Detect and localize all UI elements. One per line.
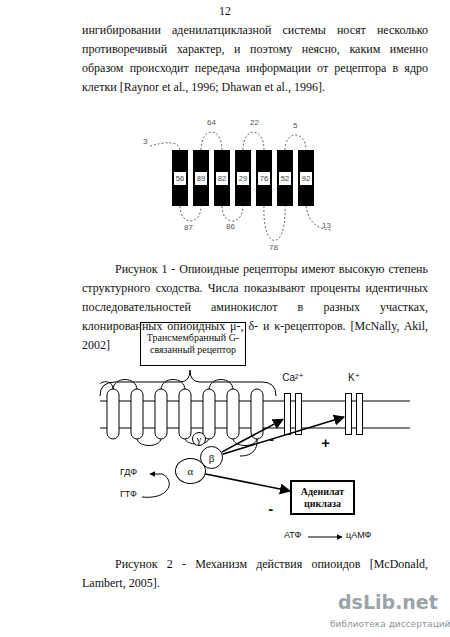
transmembrane-domain: 92: [298, 150, 314, 206]
node-text: 92: [300, 172, 312, 185]
effect-sign: +: [321, 435, 330, 450]
helix: [227, 389, 239, 439]
signal-arrow: [206, 474, 290, 491]
transmembrane-domain: 52: [277, 150, 293, 206]
transmembrane-domain: 89: [193, 150, 209, 206]
c-terminus: [240, 438, 257, 456]
g-protein-subunit: γ: [192, 432, 206, 446]
node-text: 76: [258, 172, 270, 185]
helix: [155, 389, 167, 439]
node-text: α: [188, 465, 194, 477]
conversion-arrow: [308, 537, 342, 538]
nucleotide-label: цАМФ: [346, 531, 371, 541]
callout-number: 78: [269, 244, 278, 253]
c-terminus: [306, 206, 332, 230]
effect-sign: -: [268, 500, 273, 515]
ion-label: K⁺: [332, 372, 376, 383]
helix: [179, 389, 191, 439]
extra-loop: [161, 380, 185, 391]
nucleotide-label: ГТФ: [120, 490, 137, 500]
extra-loop: [201, 132, 222, 150]
channel-bar: [285, 394, 291, 435]
channel-bar: [346, 394, 352, 435]
transmembrane-domain: 29: [235, 150, 251, 206]
callout-number: 86: [226, 223, 235, 232]
extra-loop: [285, 135, 306, 150]
helix: [203, 389, 215, 439]
helix: [107, 389, 119, 439]
node-text: 52: [279, 172, 291, 185]
callout-number: 22: [250, 119, 259, 128]
nucleotide-label: АТФ: [284, 531, 301, 541]
extra-loop: [209, 380, 233, 391]
helix: [131, 389, 143, 439]
watermark: dsLib.net: [338, 592, 438, 613]
node-text: 89: [195, 172, 207, 185]
intra-loop: [137, 438, 161, 446]
effect-sign: -: [269, 430, 274, 445]
node-text: Трансмембранный G-связанный рецептор: [145, 332, 241, 356]
callout-number: 87: [184, 224, 193, 233]
ion-channel: Ca²⁺: [283, 393, 303, 435]
intra-loop: [264, 206, 285, 241]
callout-number: 64: [207, 119, 216, 128]
ion-channel: K⁺: [344, 393, 364, 435]
node-text: γ: [197, 433, 202, 445]
callout-number: 13: [322, 222, 331, 231]
ion-label: Ca²⁺: [271, 372, 315, 383]
transmembrane-domain: 82: [214, 150, 230, 206]
signal-arrow: [222, 417, 344, 454]
page-number: 12: [205, 5, 245, 18]
figure-caption: Рисунок 1 - Опиоидные рецепторы имеют вы…: [82, 260, 428, 355]
intra-loop: [180, 206, 201, 221]
node-text: 82: [216, 172, 228, 185]
channel-bars: [283, 393, 303, 435]
exchange-arrow: [142, 474, 169, 497]
helix: [251, 389, 263, 439]
node-text: Аденилат циклаза: [294, 486, 351, 510]
intra-loop: [222, 206, 243, 221]
channel-bar: [296, 394, 302, 435]
extra-loop: [243, 132, 264, 150]
node-text: β: [209, 452, 215, 464]
callout-number: 3: [143, 138, 147, 147]
watermark-subtitle: библиотека диссертаций: [330, 620, 450, 630]
g-protein-subunit: α: [175, 458, 206, 484]
transmembrane-domain: 76: [256, 150, 272, 206]
signal-arrow: [222, 419, 283, 452]
body-text: ингибировании аденилатциклазной системы …: [82, 21, 428, 97]
n-terminus: [150, 143, 180, 150]
node-text: 56: [174, 172, 186, 185]
channel-bar: [357, 394, 363, 435]
extra-loop: [113, 380, 137, 391]
loop-lines: [150, 132, 332, 241]
channel-bars: [344, 393, 364, 435]
callout-number: 5: [293, 122, 297, 131]
nucleotide-label: ГДФ: [120, 468, 137, 478]
n-terminus: [100, 382, 113, 390]
enzyme-box: Аденилат циклаза: [290, 480, 355, 515]
intra-loop: [233, 438, 257, 446]
node-text: 29: [237, 172, 249, 185]
receptor-helices: [100, 380, 263, 457]
figure-caption: Рисунок 2 - Механизм действия опиоидов […: [82, 555, 428, 593]
transmembrane-domain: 56: [172, 150, 188, 206]
